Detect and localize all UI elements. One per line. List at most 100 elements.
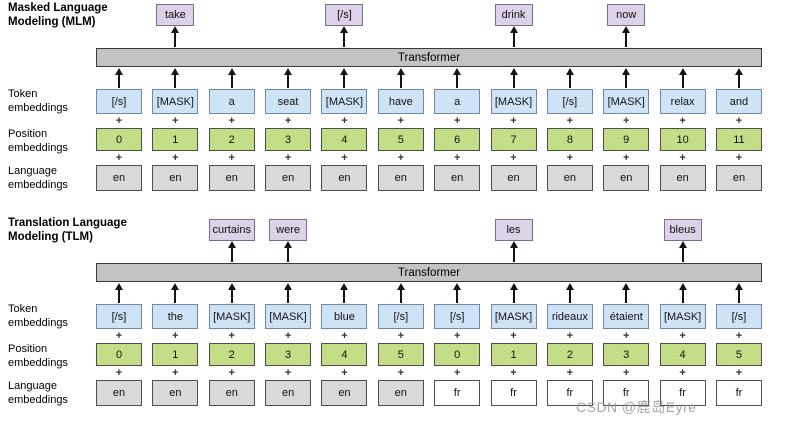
column-slot [434,26,480,47]
position-embedding-box: 4 [321,128,368,151]
position-embedding-box: 7 [490,128,537,151]
plus-sign: + [566,329,574,342]
transformer-label: Transformer [397,51,461,64]
column-slot [96,4,142,26]
plus-sign: + [623,366,630,379]
plus-sign: + [453,114,461,127]
column-slot [321,241,367,262]
token-embeddings-row: [/s]the[MASK][MASK]blue[/s][/s][MASK]rid… [96,304,762,329]
language-embedding-box: en [377,380,424,406]
up-arrow-icon [284,241,293,262]
column-slot: relax [659,89,706,114]
transformer-bar: Transformer [96,48,762,67]
column-slot: 6 [434,128,481,151]
plus-sign: + [510,366,517,379]
column-slot: + [152,114,198,127]
plus-sign: + [341,366,348,379]
plus-sign: + [115,151,123,164]
tlm-section: Translation Language Modeling (TLM) Toke… [0,215,805,415]
plus-sign: + [115,329,123,342]
input-arrows-row [96,68,762,88]
column-slot: and [715,89,762,114]
position-embedding-box: 0 [434,343,481,366]
column-slot: en [377,380,424,406]
column-slot: [MASK] [208,304,255,329]
column-slot [491,241,537,262]
position-embedding-box: 1 [152,128,199,151]
column-slot: en [208,380,255,406]
plus-sign: + [623,329,630,342]
up-arrow-icon [453,68,462,88]
column-slot: [MASK] [265,304,312,329]
plus-sign: + [172,114,179,127]
plus-sign: + [284,329,292,342]
token-embedding-box: rideaux [546,304,593,329]
up-arrow-icon [509,241,518,262]
column-slot [660,68,706,88]
position-embedding-box: 2 [208,343,255,366]
position-embedding-box: 2 [208,128,255,151]
column-slot [547,283,593,303]
up-arrow-icon [678,283,687,303]
column-slot: [MASK] [152,89,199,114]
column-slot: + [491,114,537,127]
up-arrow-icon [227,68,236,88]
column-slot [152,283,198,303]
column-slot [209,283,255,303]
column-slot: 3 [265,128,312,151]
token-embedding-box: [MASK] [152,89,199,114]
token-embedding-box: seat [265,89,312,114]
column-slot: 0 [96,343,142,366]
plus-sign: + [341,151,348,164]
predicted-token-box: [/s] [325,4,364,26]
position-embedding-box: 3 [603,343,650,366]
token-embedding-box: étaient [603,304,650,329]
up-arrow-icon [396,68,405,88]
column-slot: [MASK] [490,304,537,329]
token-embeddings-label: Token embeddings [8,88,68,114]
column-slot: 0 [434,343,481,366]
position-embedding-box: 4 [659,343,706,366]
column-slot [434,219,480,241]
column-slot: + [660,114,706,127]
column-slot [716,4,762,26]
column-slot: + [96,114,142,127]
plus-sign: + [735,151,743,164]
column-slot: 2 [546,343,593,366]
column-slot [547,241,593,262]
column-slot [265,4,311,26]
column-slot: [/s] [321,4,367,26]
column-slot: + [716,329,762,342]
column-slot: + [603,366,649,379]
plus-sign: + [115,114,123,127]
column-slot [547,219,593,241]
language-embedding-box: en [208,380,255,406]
column-slot: [/s] [434,304,481,329]
output-arrows-row [96,26,762,47]
column-slot [209,4,255,26]
plus-sign: + [397,151,405,164]
column-slot: + [152,329,198,342]
token-embedding-box: the [152,304,199,329]
plus-sign: + [284,114,292,127]
column-slot: 4 [321,343,368,366]
plus-sign: + [228,329,235,342]
token-embeddings-label: Token embeddings [8,303,68,329]
column-slot: 9 [603,128,650,151]
column-slot: 1 [152,128,199,151]
column-slot [378,241,424,262]
plus-sign: + [172,329,179,342]
plus-row: ++++++++++++ [96,114,762,127]
token-embedding-box: a [208,89,255,114]
predicted-token-box: bleus [663,219,702,241]
language-embedding-box: en [546,165,593,191]
column-slot: + [547,329,593,342]
up-arrow-icon [453,283,462,303]
column-slot: fr [659,380,706,406]
column-slot: + [491,151,537,164]
up-arrow-icon [284,68,293,88]
language-embedding-box: fr [546,380,593,406]
column-slot: + [209,329,255,342]
column-slot: en [490,165,537,191]
